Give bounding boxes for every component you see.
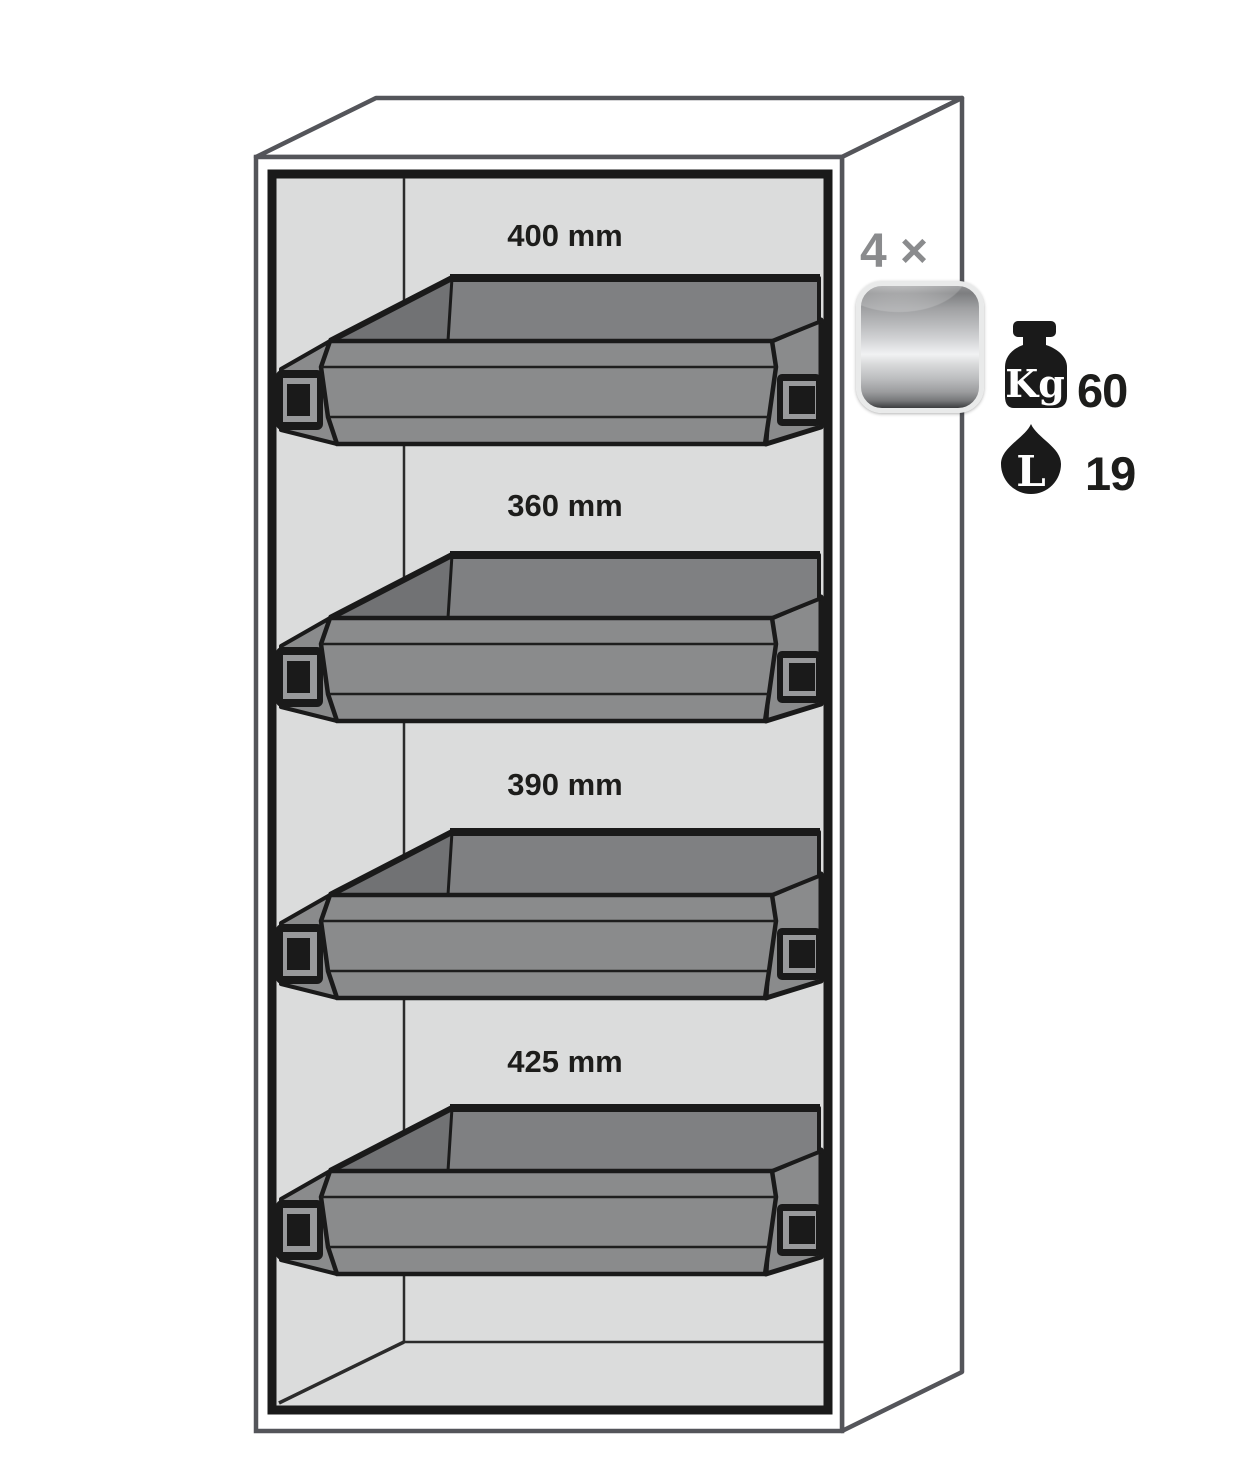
- weight-kg-icon: Kg: [1005, 321, 1067, 408]
- weight-value: 60: [1077, 364, 1127, 417]
- tray-quantity-label: 4 ×: [860, 225, 928, 278]
- compartment-label-2: 360 mm: [507, 488, 622, 523]
- weight-unit-label: Kg: [1005, 361, 1065, 406]
- stainless-steel-tray-icon: [856, 281, 984, 413]
- volume-unit-label: L: [1016, 447, 1046, 496]
- liquid-drop-icon: L: [1001, 424, 1061, 496]
- volume-value: 19: [1085, 447, 1135, 500]
- compartment-label-3: 390 mm: [507, 767, 622, 802]
- compartment-label-4: 425 mm: [507, 1044, 622, 1079]
- compartment-label-1: 400 mm: [507, 218, 622, 253]
